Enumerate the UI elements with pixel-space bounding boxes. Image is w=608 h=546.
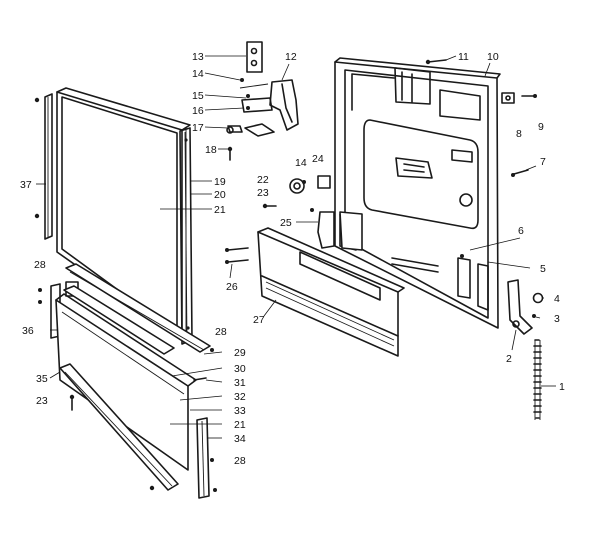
label-1: 1: [559, 381, 565, 393]
label-22: 22: [257, 174, 269, 186]
label-37: 37: [20, 179, 32, 191]
label-16: 16: [192, 105, 204, 117]
label-6: 6: [518, 225, 524, 237]
label-31: 31: [234, 377, 246, 389]
label-11: 11: [458, 51, 469, 63]
part-24-clip: [317, 175, 331, 189]
label-30: 30: [234, 363, 246, 375]
label-9: 9: [538, 121, 544, 133]
part-25-hinge-bracket: [310, 208, 363, 251]
label-19: 19: [214, 176, 226, 188]
part-9-screw: [521, 94, 537, 98]
label-29: 29: [234, 347, 246, 359]
label-35: 35: [36, 373, 48, 385]
label-14-upper: 14: [192, 68, 204, 80]
label-21-lower: 21: [234, 419, 246, 431]
part-22-bushing: [289, 178, 305, 194]
part-4-roller: [532, 292, 544, 304]
label-13: 13: [192, 51, 204, 63]
part-6-screw: [460, 254, 464, 258]
part-14-screw: [302, 180, 306, 184]
part-8-clip: [501, 92, 515, 104]
part-37-side-trim: [34, 93, 53, 240]
label-28-left: 28: [34, 259, 46, 271]
label-28-lower: 28: [234, 455, 246, 467]
part-12-latch-assembly: [226, 78, 299, 137]
part-labels: 13 14 15 16 17 18 12 11 10 8 9 7 19 20 2…: [20, 51, 565, 467]
label-7: 7: [540, 156, 546, 168]
leader-lines: [36, 55, 556, 439]
label-24: 24: [312, 153, 324, 165]
label-18: 18: [205, 144, 217, 156]
label-4: 4: [554, 293, 560, 305]
label-2: 2: [506, 353, 512, 365]
label-5: 5: [540, 263, 546, 275]
label-8: 8: [516, 128, 522, 140]
label-33: 33: [234, 405, 246, 417]
part-18-screw: [227, 146, 233, 161]
label-12: 12: [285, 51, 297, 63]
label-36: 36: [22, 325, 34, 337]
part-32-kick-plate: [55, 293, 197, 471]
part-30-trim-rail: [65, 263, 211, 353]
part-23-screw: [262, 203, 277, 209]
label-10: 10: [487, 51, 499, 63]
part-28-screws: [193, 348, 214, 462]
label-34: 34: [234, 433, 246, 445]
label-17: 17: [192, 122, 204, 134]
label-25: 25: [280, 217, 292, 229]
part-7-screw: [511, 169, 529, 177]
label-14-lower: 14: [295, 157, 307, 169]
part-34-strip: [196, 417, 217, 499]
label-32: 32: [234, 391, 246, 403]
label-28-mid: 28: [215, 326, 227, 338]
part-11-screw: [425, 59, 447, 65]
part-1-spring: [533, 339, 542, 420]
label-3: 3: [554, 313, 560, 325]
part-33-rail: [63, 285, 175, 355]
label-27: 27: [253, 314, 265, 326]
label-15: 15: [192, 90, 204, 102]
door-panel: [56, 87, 191, 341]
part-3-pin: [532, 314, 536, 318]
label-21-upper: 21: [214, 204, 226, 216]
label-26: 26: [226, 281, 238, 293]
part-26-screws: [225, 247, 249, 264]
part-23-lower-screw: [69, 394, 75, 411]
label-23-lower: 23: [36, 395, 48, 407]
label-20: 20: [214, 189, 226, 201]
part-2-hinge-arm: [507, 279, 533, 335]
part-10-outer-door: [334, 57, 501, 329]
part-13-bracket: [246, 41, 263, 73]
part-35-bottom-strip: [59, 363, 179, 491]
label-23-upper: 23: [257, 187, 269, 199]
part-27-console: [257, 227, 405, 357]
